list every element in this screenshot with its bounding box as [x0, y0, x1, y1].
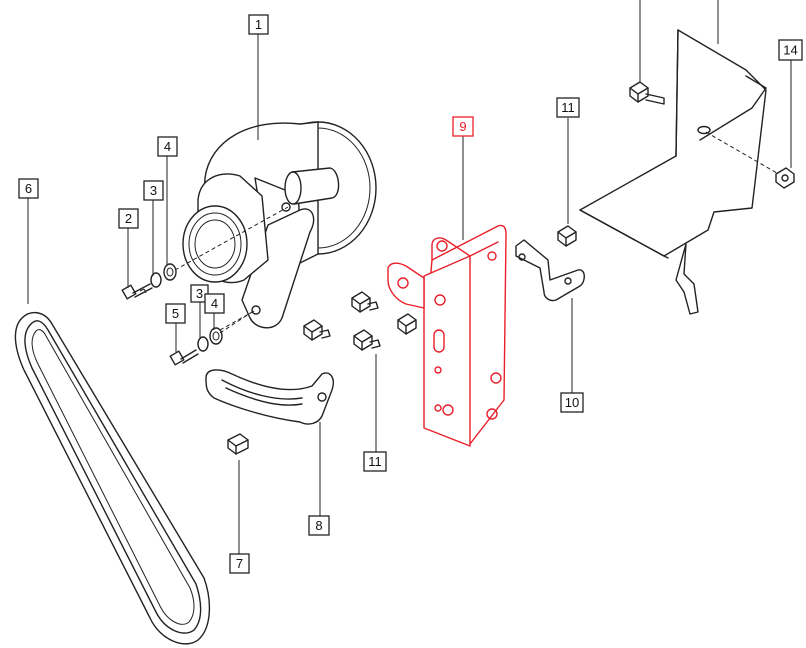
- nut-14-part: [775, 167, 795, 189]
- callout-7[interactable]: 7: [229, 553, 250, 574]
- washer-3-part: [150, 272, 162, 288]
- bolt-11-left: [303, 319, 331, 341]
- bolt-5-part: [169, 349, 199, 366]
- callout-2[interactable]: 2: [118, 208, 139, 229]
- svg-text:3: 3: [150, 183, 157, 198]
- washer-4-part: [163, 263, 177, 281]
- svg-text:1: 1: [255, 17, 262, 32]
- svg-text:4: 4: [164, 139, 171, 154]
- svg-text:11: 11: [368, 454, 382, 469]
- callout-4-bottom[interactable]: 4: [204, 293, 225, 314]
- callout-14[interactable]: 14: [778, 39, 803, 61]
- washer-3b-part: [197, 336, 209, 352]
- callout-6[interactable]: 6: [18, 178, 39, 199]
- v-belt-part: [14, 311, 211, 645]
- mounting-bracket-part: [387, 224, 507, 447]
- callout-4-top[interactable]: 4: [157, 136, 178, 157]
- callout-10[interactable]: 10: [560, 392, 584, 413]
- bolt-7-part: [227, 433, 249, 455]
- bolt-11-middle-upper: [351, 291, 379, 313]
- svg-text:4: 4: [211, 296, 218, 311]
- callout-3-top[interactable]: 3: [143, 180, 164, 201]
- small-bracket-part: [515, 239, 585, 302]
- bolt-top-right: [629, 81, 665, 105]
- svg-text:14: 14: [783, 43, 797, 58]
- adjusting-bracket-part: [205, 369, 334, 425]
- svg-text:10: 10: [565, 395, 579, 410]
- svg-text:6: 6: [25, 181, 32, 196]
- bolt-11-middle-lower: [353, 329, 381, 351]
- callout-8[interactable]: 8: [308, 515, 330, 536]
- svg-text:3: 3: [196, 286, 203, 301]
- svg-text:8: 8: [315, 518, 322, 533]
- support-plate-part: [579, 29, 783, 315]
- svg-text:9: 9: [459, 119, 466, 134]
- callout-5[interactable]: 5: [165, 303, 186, 324]
- bolt-11-right-top: [557, 225, 577, 247]
- leader-lines: [27, 0, 792, 556]
- callout-11-right[interactable]: 11: [556, 97, 580, 118]
- svg-text:2: 2: [125, 211, 132, 226]
- callout-11-middle[interactable]: 11: [363, 451, 387, 472]
- bolt-2-part: [121, 283, 153, 300]
- svg-text:5: 5: [172, 306, 179, 321]
- washer-4b-part: [209, 327, 223, 345]
- svg-text:11: 11: [561, 100, 575, 115]
- alternator-part: [174, 121, 377, 331]
- callout-9[interactable]: 9: [452, 116, 474, 137]
- bolt-11-right: [397, 313, 417, 335]
- callout-1[interactable]: 1: [248, 14, 269, 35]
- svg-text:7: 7: [236, 556, 243, 571]
